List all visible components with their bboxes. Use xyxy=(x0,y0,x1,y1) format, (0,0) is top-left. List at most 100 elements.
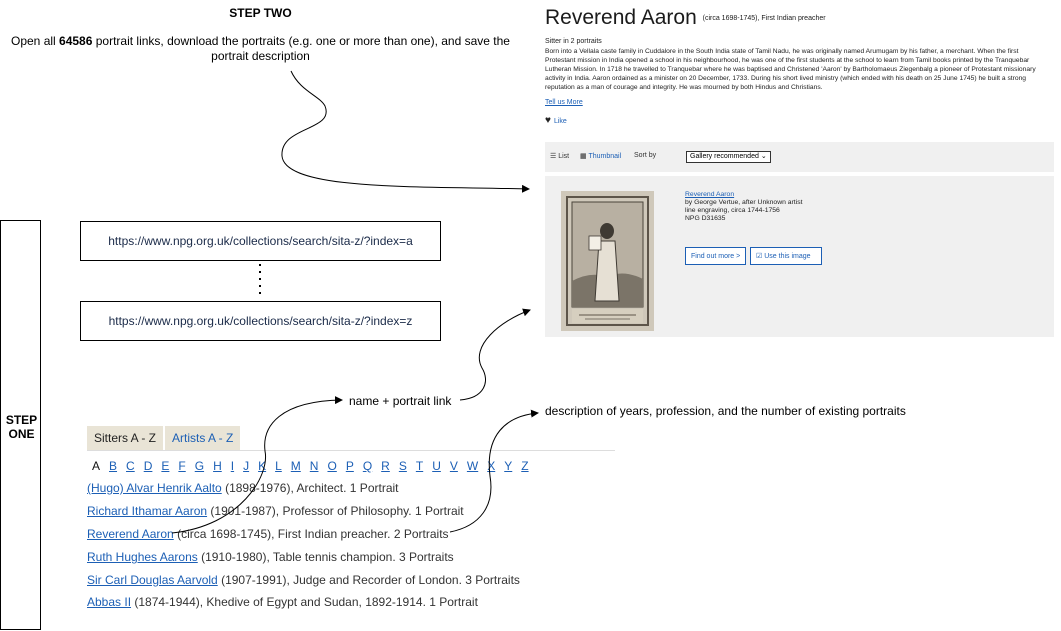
letter-z[interactable]: Z xyxy=(521,459,529,473)
tell-us-more-link[interactable]: Tell us More xyxy=(545,99,583,106)
arrow-name-link-to-card xyxy=(459,308,531,401)
result-artist: by George Vertue, after Unknown artist xyxy=(685,199,803,206)
sitter-name-link[interactable]: Abbas II xyxy=(87,595,132,609)
letter-p[interactable]: P xyxy=(345,459,354,473)
letter-e[interactable]: E xyxy=(161,459,170,473)
result-medium: line engraving, circa 1744-1756 xyxy=(685,207,780,214)
letter-s[interactable]: S xyxy=(398,459,407,473)
sitter-name-link[interactable]: Sir Carl Douglas Aarvold xyxy=(87,573,218,587)
url-box-first: https://www.npg.org.uk/collections/searc… xyxy=(80,221,441,261)
use-this-image-button[interactable]: ☑ Use this image xyxy=(750,247,822,265)
sitter-name-link[interactable]: Reverend Aaron xyxy=(87,527,174,541)
sitter-row: (Hugo) Alvar Henrik Aalto (1898-1976), A… xyxy=(87,481,399,495)
page-title-name: Reverend Aaron xyxy=(545,6,697,29)
sitter-row: Reverend Aaron (circa 1698-1745), First … xyxy=(87,527,449,541)
arrow-to-name-link xyxy=(171,396,343,534)
sort-label: Sort by xyxy=(634,152,657,159)
portrait-count: 64586 xyxy=(59,34,93,48)
sitter-row: Sir Carl Douglas Aarvold (1907-1991), Ju… xyxy=(87,573,520,587)
use-image-label: Use this image xyxy=(764,253,811,260)
url-box-last: https://www.npg.org.uk/collections/searc… xyxy=(80,301,441,341)
sitter-row: Ruth Hughes Aarons (1910-1980), Table te… xyxy=(87,550,454,564)
url-last[interactable]: https://www.npg.org.uk/collections/searc… xyxy=(108,314,413,328)
letter-j[interactable]: J xyxy=(243,459,250,473)
sitter-biography: Born into a Vellala caste family in Cudd… xyxy=(545,48,1036,91)
letter-n[interactable]: N xyxy=(309,459,319,473)
sitter-description: (1901-1987), Professor of Philosophy. 1 … xyxy=(207,504,464,518)
letter-x[interactable]: X xyxy=(487,459,496,473)
letter-h[interactable]: H xyxy=(213,459,222,473)
letter-b[interactable]: B xyxy=(109,459,118,473)
page-title-subtitle: (circa 1698-1745), First Indian preacher xyxy=(702,14,826,22)
thumbnail-view-toggle[interactable]: ▦ Thumbnail xyxy=(580,152,621,160)
tabs-divider xyxy=(87,450,615,451)
like-button[interactable]: ♥Like xyxy=(545,115,567,126)
letter-a: A xyxy=(92,459,101,473)
step-two-desc-pre: Open all xyxy=(11,34,60,48)
grid-icon: ▦ xyxy=(580,153,587,160)
tab-artists[interactable]: Artists A - Z xyxy=(165,426,241,450)
sitter-description: (1907-1991), Judge and Recorder of Londo… xyxy=(217,573,520,587)
step-two-box: STEP TWO Open all 64586 portrait links, … xyxy=(0,6,521,70)
letter-t[interactable]: T xyxy=(415,459,424,473)
list-icon: ☰ xyxy=(550,153,557,160)
step-one-line2: ONE xyxy=(8,427,35,441)
letter-c[interactable]: C xyxy=(126,459,135,473)
letter-f[interactable]: F xyxy=(178,459,186,473)
note-description: description of years, profession, and th… xyxy=(545,404,906,418)
heart-icon: ♥ xyxy=(545,115,551,126)
sitter-description: (1910-1980), Table tennis champion. 3 Po… xyxy=(197,550,454,564)
find-out-more-button[interactable]: Find out more > xyxy=(685,247,747,265)
sitter-description: (1874-1944), Khedive of Egypt and Sudan,… xyxy=(131,595,478,609)
sitter-description: (1898-1976), Architect. 1 Portrait xyxy=(221,481,399,495)
list-view-toggle[interactable]: ☰ List xyxy=(550,152,569,160)
letter-i[interactable]: I xyxy=(230,459,235,473)
letter-r[interactable]: R xyxy=(381,459,390,473)
chevron-down-icon: ⌄ xyxy=(760,153,767,160)
list-label: List xyxy=(558,153,570,160)
sort-select[interactable]: Gallery recommended ⌄ xyxy=(686,151,771,163)
sort-value: Gallery recommended xyxy=(690,153,759,160)
result-info: Reverend Aaron by George Vertue, after U… xyxy=(685,191,803,223)
step-two-description: Open all 64586 portrait links, download … xyxy=(6,34,515,64)
letter-g[interactable]: G xyxy=(194,459,205,473)
view-options-bar: ☰ List ▦ Thumbnail Sort by Gallery recom… xyxy=(545,142,1054,172)
step-two-desc-post: portrait links, download the portraits (… xyxy=(92,34,510,63)
note-name-link: name + portrait link xyxy=(349,394,452,408)
step-one-label: STEP ONE xyxy=(1,413,42,441)
engraving-image xyxy=(561,191,654,331)
letter-w[interactable]: W xyxy=(466,459,479,473)
letter-l[interactable]: L xyxy=(275,459,282,473)
sitter-name-link[interactable]: (Hugo) Alvar Henrik Aalto xyxy=(87,481,222,495)
portrait-result-card: Reverend Aaron by George Vertue, after U… xyxy=(545,176,1054,337)
step-one-box: STEP ONE xyxy=(0,220,41,630)
result-npg-number: NPG D31635 xyxy=(685,215,726,222)
letter-d[interactable]: D xyxy=(143,459,153,473)
like-label: Like xyxy=(553,118,567,125)
flow-arrows xyxy=(171,70,539,534)
letter-u[interactable]: U xyxy=(432,459,441,473)
tab-sitters[interactable]: Sitters A - Z xyxy=(87,426,164,450)
url-first[interactable]: https://www.npg.org.uk/collections/searc… xyxy=(108,234,413,248)
letter-m[interactable]: M xyxy=(290,459,301,473)
page-title: Reverend Aaron (circa 1698-1745), First … xyxy=(545,6,826,30)
checkbox-icon: ☑ xyxy=(756,253,763,260)
arrow-step-two-to-page xyxy=(281,70,530,193)
result-title-link[interactable]: Reverend Aaron xyxy=(685,191,735,198)
sitter-row: Abbas II (1874-1944), Khedive of Egypt a… xyxy=(87,595,478,609)
letter-v[interactable]: V xyxy=(449,459,458,473)
letter-k[interactable]: K xyxy=(258,459,267,473)
step-one-line1: STEP xyxy=(5,413,38,427)
sitter-description: (circa 1698-1745), First Indian preacher… xyxy=(173,527,449,541)
letter-q[interactable]: Q xyxy=(362,459,373,473)
step-two-title: STEP TWO xyxy=(229,6,292,20)
sitter-name-link[interactable]: Ruth Hughes Aarons xyxy=(87,550,198,564)
arrow-to-description xyxy=(449,409,539,533)
letter-y[interactable]: Y xyxy=(504,459,513,473)
portrait-thumbnail[interactable] xyxy=(561,191,654,331)
sitter-count: Sitter in 2 portraits xyxy=(545,38,602,45)
thumbnail-label: Thumbnail xyxy=(588,153,622,160)
sitter-name-link[interactable]: Richard Ithamar Aaron xyxy=(87,504,208,518)
letter-o[interactable]: O xyxy=(327,459,337,473)
